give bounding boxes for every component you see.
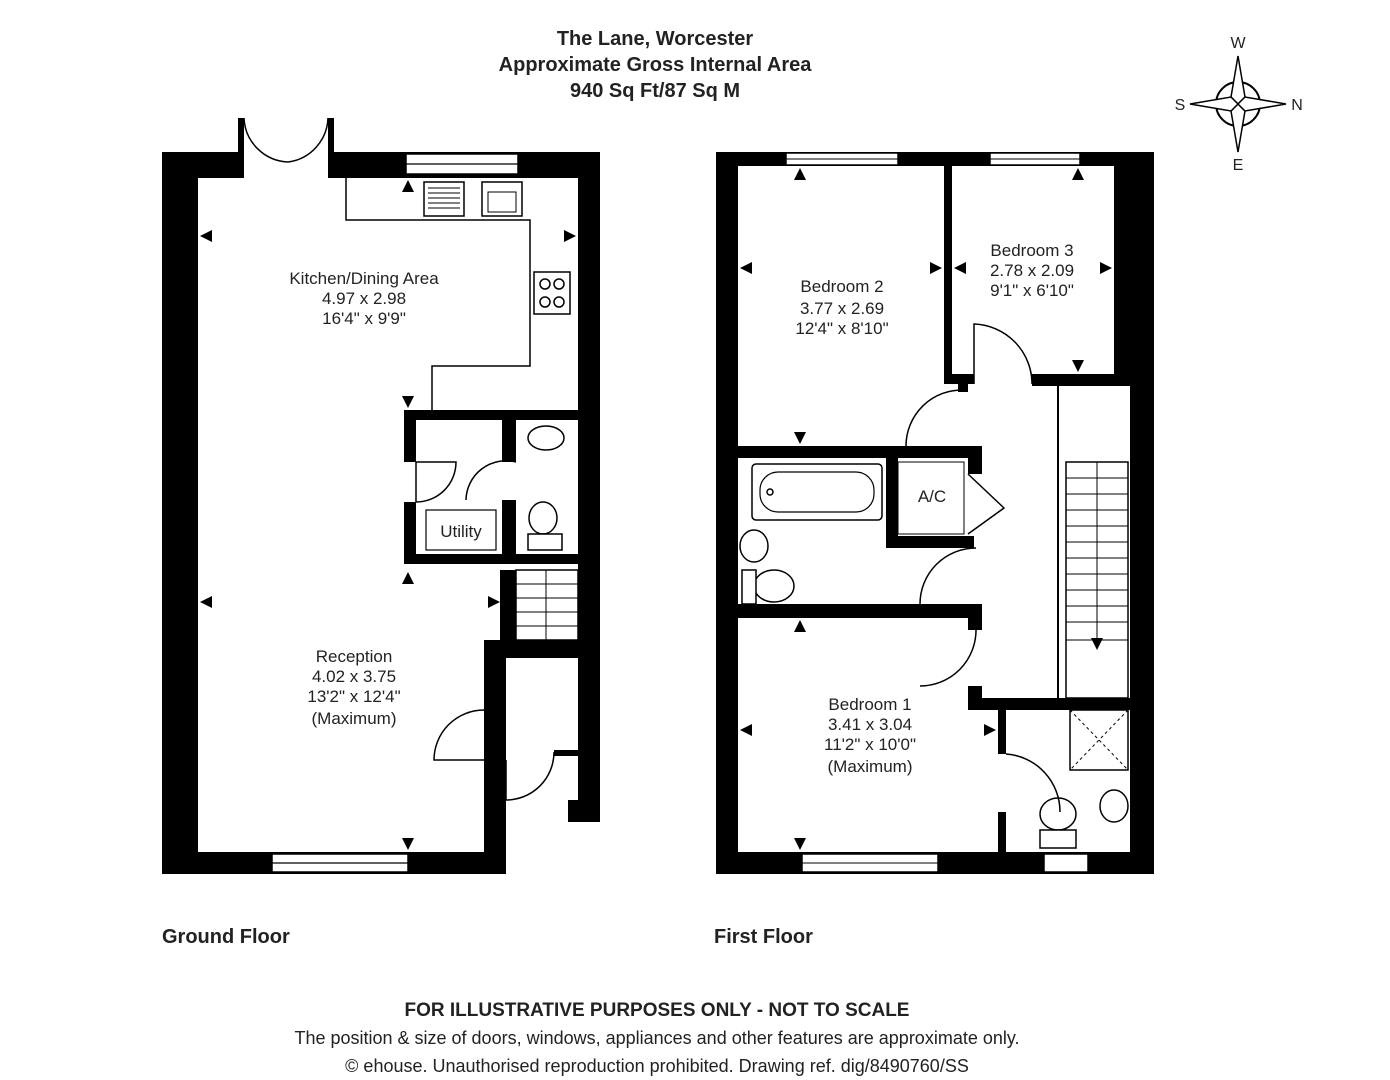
compass-north-label: N	[1291, 97, 1303, 114]
approximation-note: The position & size of doors, windows, a…	[294, 1028, 1020, 1048]
compass-south-label: S	[1175, 97, 1186, 114]
area-value: 940 Sq Ft/87 Sq M	[569, 80, 741, 102]
compass-west-label: W	[1230, 35, 1246, 52]
reception-name: Reception	[316, 647, 393, 666]
reception-metric: 4.02 x 3.75	[312, 667, 396, 686]
dimension-markers	[740, 168, 1112, 850]
kitchen-metric: 4.97 x 2.98	[322, 289, 406, 308]
bedroom1-imperial: 11'2" x 10'0"	[824, 735, 916, 754]
dimension-markers	[200, 180, 576, 850]
area-subtitle: Approximate Gross Internal Area	[498, 54, 812, 76]
copyright-text: © ehouse. Unauthorised reproduction proh…	[345, 1056, 969, 1076]
reception-imperial: 13'2" x 12'4"	[307, 687, 400, 706]
airing-cupboard-name: A/C	[918, 487, 946, 506]
compass-east-label: E	[1233, 157, 1244, 174]
first-floor-label: First Floor	[714, 926, 813, 948]
plan-footer: FOR ILLUSTRATIVE PURPOSES ONLY - NOT TO …	[0, 998, 1314, 1080]
ground-floor-label: Ground Floor	[162, 926, 290, 948]
compass-icon: W E S N	[1175, 35, 1303, 174]
bedroom2-imperial: 12'4" x 8'10"	[795, 319, 888, 338]
reception-note: (Maximum)	[312, 709, 397, 728]
bedroom1-note: (Maximum)	[828, 757, 913, 776]
bedroom3-metric: 2.78 x 2.09	[990, 261, 1074, 280]
bedroom2-metric: 3.77 x 2.69	[800, 299, 884, 318]
bedroom3-imperial: 9'1" x 6'10"	[990, 281, 1074, 300]
disclaimer-text: FOR ILLUSTRATIVE PURPOSES ONLY - NOT TO …	[404, 1000, 910, 1021]
first-floor-plan: Bedroom 2 3.77 x 2.69 12'4" x 8'10" Bedr…	[716, 152, 1154, 874]
utility-name: Utility	[440, 522, 482, 541]
bedroom2-name: Bedroom 2	[800, 277, 883, 296]
bedroom1-name: Bedroom 1	[828, 695, 911, 714]
property-title: The Lane, Worcester	[556, 28, 754, 50]
bedroom3-name: Bedroom 3	[990, 241, 1073, 260]
kitchen-name: Kitchen/Dining Area	[289, 269, 439, 288]
plan-header: The Lane, Worcester Approximate Gross In…	[0, 26, 1310, 104]
ground-floor-plan: Kitchen/Dining Area 4.97 x 2.98 16'4" x …	[162, 117, 600, 874]
bedroom1-metric: 3.41 x 3.04	[828, 715, 912, 734]
kitchen-imperial: 16'4" x 9'9"	[322, 309, 406, 328]
